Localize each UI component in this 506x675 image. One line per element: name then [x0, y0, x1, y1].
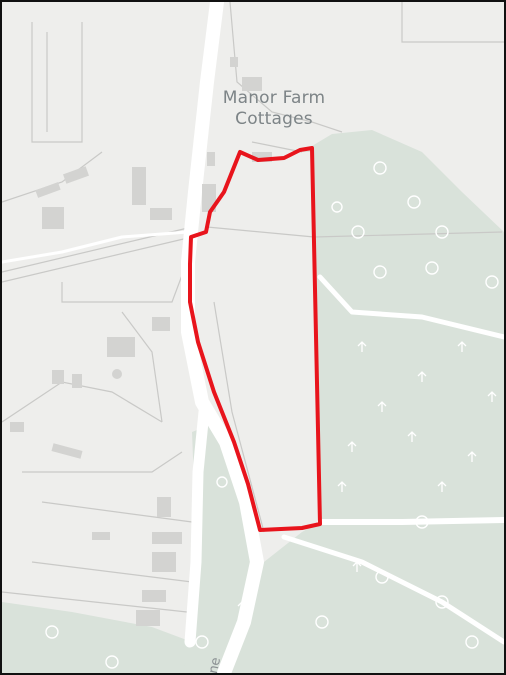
site-boundary-outline[interactable]	[188, 146, 322, 532]
place-label-line1: Manor Farm	[222, 88, 326, 108]
track-south	[281, 534, 504, 645]
woodland-tree-symbol	[45, 161, 499, 669]
woodland-southwest	[2, 602, 192, 673]
track-west	[2, 230, 190, 264]
track-east	[317, 274, 504, 340]
place-label-line2: Cottages	[235, 109, 313, 129]
track-southeast	[317, 517, 504, 525]
tree-symbol	[237, 341, 497, 612]
place-label-manor-farm: Manor Farm Cottages	[194, 88, 354, 130]
woodland-east	[264, 130, 504, 673]
main-lane	[181, 2, 264, 673]
west-lane	[184, 406, 210, 648]
buildings	[10, 57, 272, 626]
